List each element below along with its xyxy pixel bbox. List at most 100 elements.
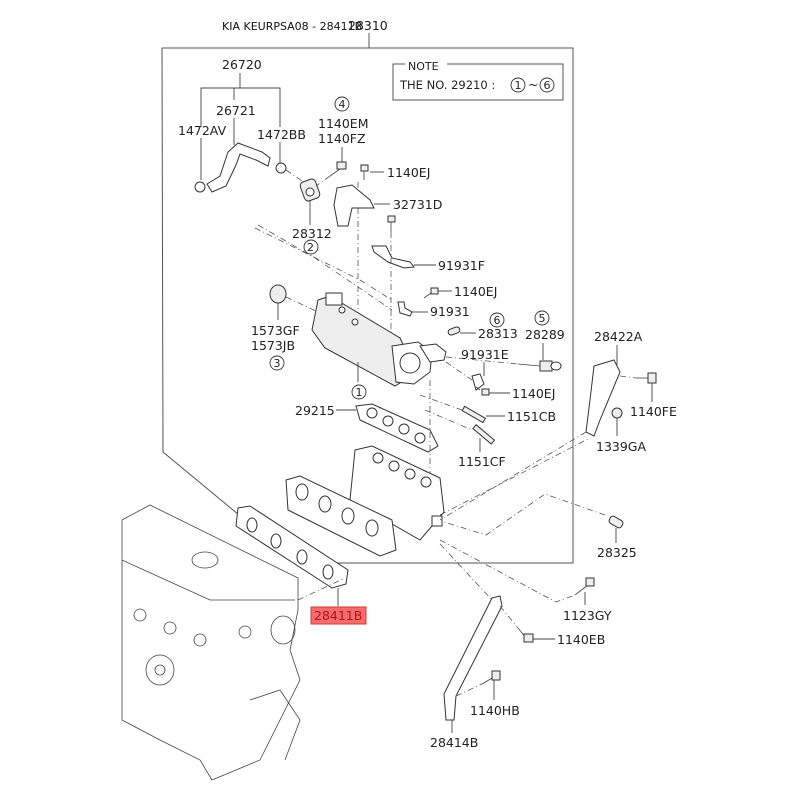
label-1339GA[interactable]: 1339GA bbox=[596, 439, 646, 454]
flange-port bbox=[318, 495, 332, 513]
bolt-1140HB[interactable] bbox=[481, 670, 501, 685]
part-28312[interactable] bbox=[299, 178, 321, 202]
label-1140EB[interactable]: 1140EB bbox=[557, 632, 605, 647]
engine-port bbox=[270, 615, 296, 645]
gasket-29215[interactable] bbox=[355, 403, 439, 453]
bolt-1140EB[interactable] bbox=[517, 627, 534, 643]
note-range-end: 6 bbox=[544, 79, 551, 92]
bolt-shank bbox=[574, 584, 589, 596]
gasket-28411B-port bbox=[270, 533, 282, 549]
runner-port bbox=[420, 476, 432, 488]
dash-line bbox=[445, 361, 473, 381]
callout-1-text: 1 bbox=[356, 386, 363, 399]
hose-26721[interactable] bbox=[206, 142, 271, 193]
gasket-hole bbox=[414, 432, 426, 444]
label-1472BB[interactable]: 1472BB bbox=[257, 127, 306, 142]
label-26721[interactable]: 26721 bbox=[216, 103, 256, 118]
manifold-boss bbox=[338, 306, 346, 314]
label-1140HB[interactable]: 1140HB bbox=[470, 703, 520, 718]
bolt-1140FE[interactable] bbox=[636, 372, 657, 384]
pin-28313[interactable] bbox=[447, 326, 461, 336]
bracket-32731D[interactable] bbox=[333, 184, 375, 227]
flange-port bbox=[295, 483, 309, 501]
label-1573GF[interactable]: 1573GF bbox=[251, 323, 300, 338]
dash-line bbox=[499, 605, 519, 629]
sensor-body bbox=[539, 360, 553, 372]
nut-1339GA[interactable] bbox=[611, 407, 623, 419]
manifold-boss bbox=[431, 515, 443, 527]
label-28313[interactable]: 28313 bbox=[478, 326, 518, 341]
note-callout-end bbox=[539, 77, 555, 93]
callout-5-text: 5 bbox=[539, 312, 546, 325]
sensor-28289[interactable] bbox=[517, 360, 562, 372]
note-range-start: 1 bbox=[515, 79, 522, 92]
engine-boss bbox=[238, 625, 252, 639]
gasket-28411B[interactable] bbox=[235, 505, 349, 589]
label-29215[interactable]: 29215 bbox=[295, 403, 335, 418]
bracket-28414B[interactable] bbox=[443, 595, 503, 721]
gasket-hole bbox=[366, 407, 378, 419]
intake-manifold-body[interactable] bbox=[311, 292, 447, 387]
callout-2-text: 2 bbox=[307, 241, 314, 254]
label-1140EJ-a[interactable]: 1140EJ bbox=[387, 165, 430, 180]
bolt-1140EJ-b[interactable] bbox=[423, 287, 439, 299]
sensor-connector bbox=[550, 361, 562, 371]
label-1140EJ-b[interactable]: 1140EJ bbox=[454, 284, 497, 299]
label-28411B[interactable]: 28411B bbox=[314, 608, 362, 623]
gasket-hole bbox=[398, 423, 410, 435]
bolt-head bbox=[430, 287, 439, 295]
dash-line bbox=[619, 375, 637, 379]
stud-1151CF[interactable] bbox=[472, 424, 496, 445]
label-91931F[interactable]: 91931F bbox=[438, 258, 485, 273]
bracket-91931E[interactable] bbox=[471, 373, 485, 391]
label-26720[interactable]: 26720 bbox=[222, 57, 262, 72]
bolt-1140EM[interactable] bbox=[329, 161, 347, 177]
label-1151CB[interactable]: 1151CB bbox=[507, 409, 556, 424]
label-1573JB[interactable]: 1573JB bbox=[251, 338, 295, 353]
callout-5 bbox=[534, 310, 550, 326]
dash-line bbox=[443, 493, 606, 536]
label-1123GY[interactable]: 1123GY bbox=[563, 608, 612, 623]
bolt-1123GY[interactable] bbox=[574, 577, 595, 596]
engine-boss bbox=[193, 633, 207, 647]
engine-edge bbox=[121, 559, 295, 601]
bracket-28422A[interactable] bbox=[585, 359, 621, 437]
plug-1573GF[interactable] bbox=[269, 284, 287, 304]
label-28289[interactable]: 28289 bbox=[525, 327, 565, 342]
flange-ear bbox=[419, 343, 447, 363]
dash-line bbox=[424, 409, 473, 431]
label-91931E[interactable]: 91931E bbox=[461, 347, 509, 362]
label-32731D[interactable]: 32731D bbox=[393, 197, 442, 212]
lower-intake-manifold[interactable] bbox=[285, 445, 445, 557]
label-28422A[interactable]: 28422A bbox=[594, 329, 643, 344]
label-28325[interactable]: 28325 bbox=[597, 545, 637, 560]
clamp-1472AV[interactable] bbox=[194, 181, 206, 193]
plug-28325[interactable] bbox=[608, 515, 624, 529]
bracket-91931[interactable] bbox=[397, 301, 413, 317]
engine-cap bbox=[191, 551, 219, 569]
stud-1151CB[interactable] bbox=[461, 405, 487, 424]
clamp-1472BB[interactable] bbox=[275, 162, 287, 174]
bolt-head bbox=[585, 577, 595, 587]
note-frame bbox=[392, 63, 564, 101]
label-28312[interactable]: 28312 bbox=[292, 226, 332, 241]
label-28414B[interactable]: 28414B bbox=[430, 735, 478, 750]
engine-boss bbox=[163, 621, 177, 635]
bolt-head bbox=[481, 388, 490, 396]
label-1151CF[interactable]: 1151CF bbox=[458, 454, 506, 469]
bolt-1140EJ-c[interactable] bbox=[475, 386, 490, 396]
label-28310[interactable]: 28310 bbox=[348, 18, 388, 33]
bolt-91931F[interactable] bbox=[387, 215, 396, 232]
label-1140EM[interactable]: 1140EM bbox=[318, 116, 369, 131]
bracket-91931F[interactable] bbox=[371, 245, 415, 269]
label-1140FZ[interactable]: 1140FZ bbox=[318, 131, 366, 146]
label-91931[interactable]: 91931 bbox=[430, 304, 470, 319]
bolt-1140EJ-a[interactable] bbox=[360, 164, 369, 180]
bolt-head bbox=[523, 633, 534, 643]
dash-line bbox=[439, 539, 576, 603]
label-1140FE[interactable]: 1140FE bbox=[630, 404, 677, 419]
leader-26720-bracket bbox=[200, 87, 281, 127]
label-1140EJ-c[interactable]: 1140EJ bbox=[512, 386, 555, 401]
label-1472AV[interactable]: 1472AV bbox=[178, 123, 227, 138]
dash-line bbox=[285, 169, 306, 184]
